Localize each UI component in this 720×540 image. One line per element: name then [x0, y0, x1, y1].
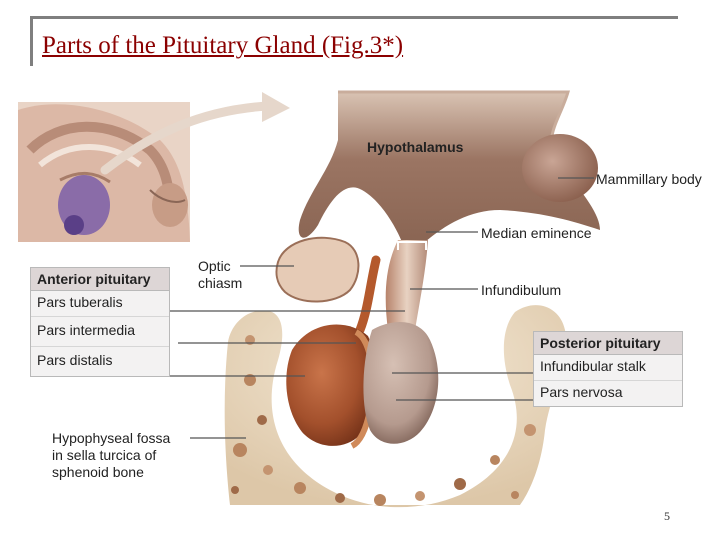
median-eminence-label: Median eminence [481, 225, 592, 241]
mammillary-body-label: Mammillary body [596, 171, 702, 187]
hypophyseal-fossa-label-line1: Hypophyseal fossa [52, 430, 170, 446]
optic-chiasm-label-line1: Optic [198, 258, 231, 274]
zoom-arrow-head [262, 92, 290, 122]
posterior-pituitary-box: Posterior pituitary Infundibular stalk P… [533, 331, 683, 407]
pars-intermedia-label: Pars intermedia [31, 317, 169, 347]
posterior-pituitary-heading: Posterior pituitary [534, 332, 682, 355]
anterior-pituitary-box: Anterior pituitary Pars tuberalis Pars i… [30, 267, 170, 377]
hypothalamus-label: Hypothalamus [367, 139, 463, 155]
page-number: 5 [664, 509, 670, 524]
infundibular-stalk-label: Infundibular stalk [534, 355, 682, 381]
hypophyseal-fossa-label-line3: sphenoid bone [52, 464, 144, 480]
hypophyseal-fossa-label-line2: in sella turcica of [52, 447, 156, 463]
anterior-pituitary-heading: Anterior pituitary [31, 268, 169, 291]
optic-chiasm-label-line2: chiasm [198, 275, 242, 291]
infundibulum-label: Infundibulum [481, 282, 561, 298]
optic-chiasm-shape [276, 238, 358, 302]
pars-tuberalis-label: Pars tuberalis [31, 291, 169, 317]
infundibulum-shape [386, 240, 428, 330]
hypothalamus-tissue [299, 92, 600, 242]
mammillary-body-shape [522, 134, 598, 202]
pars-nervosa-label: Pars nervosa [534, 381, 682, 406]
pars-distalis-label: Pars distalis [31, 347, 169, 376]
posterior-lobe-shape [363, 322, 438, 444]
